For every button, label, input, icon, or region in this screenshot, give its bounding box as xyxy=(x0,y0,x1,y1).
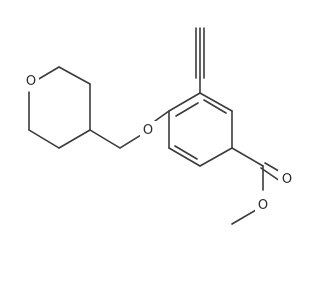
bond-co-double-a xyxy=(260,167,281,182)
bond-c3-c3-inner xyxy=(203,99,227,114)
atom-carbonyl-oxygen: O xyxy=(282,172,292,187)
bond-c5-c6 xyxy=(168,147,201,167)
bond-c1-c2 xyxy=(168,92,201,112)
bond-c4-carbonyl xyxy=(231,147,264,167)
atom-ring-oxygen: O xyxy=(26,74,36,89)
chemical-structure-diagram: O O O O xyxy=(25,27,293,225)
bond-c2-c3 xyxy=(199,92,233,112)
bond-ch2-o xyxy=(119,134,142,149)
bond-o-c1 xyxy=(154,110,170,122)
bond-c4-ch2 xyxy=(89,129,121,149)
atom-ether-oxygen: O xyxy=(143,123,153,138)
oxane-ring xyxy=(28,66,91,149)
atom-ester-oxygen: O xyxy=(258,198,268,213)
bond-c5-c6-inner xyxy=(174,145,198,160)
bond-ring-c4-c5 xyxy=(58,129,91,149)
ethynyl-group xyxy=(195,27,205,94)
bond-ring-o-c2 xyxy=(36,66,60,81)
benzene-ring xyxy=(154,92,233,167)
methylene-linker xyxy=(89,129,142,149)
bond-c1-c2-inner xyxy=(175,102,199,117)
bond-ring-c2-c3 xyxy=(58,66,91,85)
bond-c4-c5 xyxy=(199,147,233,167)
bond-oester-methyl xyxy=(231,209,257,225)
bond-ring-c5-c6 xyxy=(28,129,60,149)
